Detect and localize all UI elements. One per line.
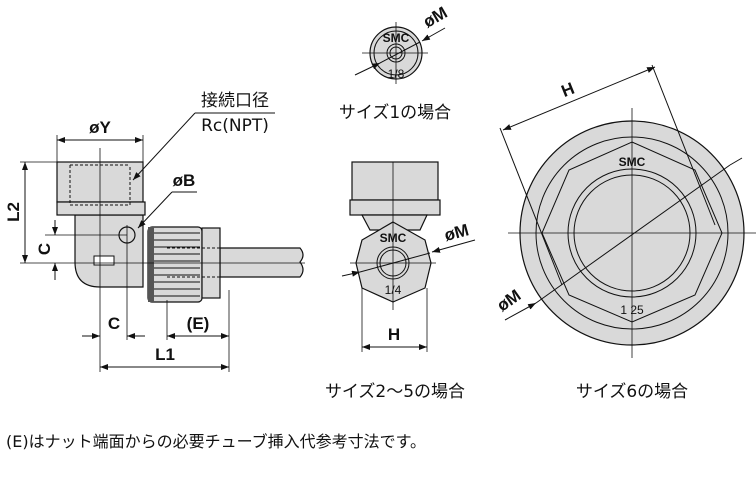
dia-y-label: øY <box>89 118 111 137</box>
size1-caption: サイズ1の場合 <box>339 103 451 123</box>
size6-h-label: H <box>559 79 578 101</box>
tube <box>219 247 304 278</box>
size25-view: H øM SMC 1/4 サイズ2〜5の場合 <box>325 161 476 402</box>
size1-view: SMC 1/8 øM サイズ1の場合 <box>339 3 451 123</box>
l2-label: L2 <box>4 202 23 222</box>
size6-caption: サイズ6の場合 <box>576 382 688 402</box>
size6-marking: 1 25 <box>620 303 644 317</box>
size1-dia-m-label: øM <box>420 3 451 32</box>
dia-b-label: øB <box>173 171 196 190</box>
size25-caption: サイズ2〜5の場合 <box>325 382 465 402</box>
size1-smc-mark: SMC <box>383 31 410 45</box>
elbow-body <box>74 214 144 288</box>
size6-view: H øM SMC 1 25 サイズ6の場合 <box>493 64 756 402</box>
size6-smc-mark: SMC <box>619 155 646 169</box>
size25-h-label: H <box>388 325 400 344</box>
c-vertical-label: C <box>35 243 54 255</box>
port-size-label: 接続口径 <box>201 91 269 111</box>
size25-marking: 1/4 <box>385 283 402 297</box>
l1-label: L1 <box>155 345 175 364</box>
size25-dia-m-label: øM <box>442 220 471 245</box>
size1-marking: 1/8 <box>388 67 405 81</box>
side-view: SMC øY L2 C C (E) L1 接続口径 Rc(NPT) øB <box>4 91 305 372</box>
size6-dia-m-label: øM <box>493 286 524 316</box>
collar <box>56 201 146 216</box>
size25-smc-mark: SMC <box>380 231 407 245</box>
knurled-nut <box>147 226 203 303</box>
port-thread-label: Rc(NPT) <box>201 116 269 136</box>
c-horizontal-label: C <box>108 314 120 333</box>
e-label: (E) <box>187 314 210 333</box>
footnote: (E)はナット端面からの必要チューブ挿入代参考寸法です。 <box>6 432 427 451</box>
knurl-lines <box>150 232 200 297</box>
